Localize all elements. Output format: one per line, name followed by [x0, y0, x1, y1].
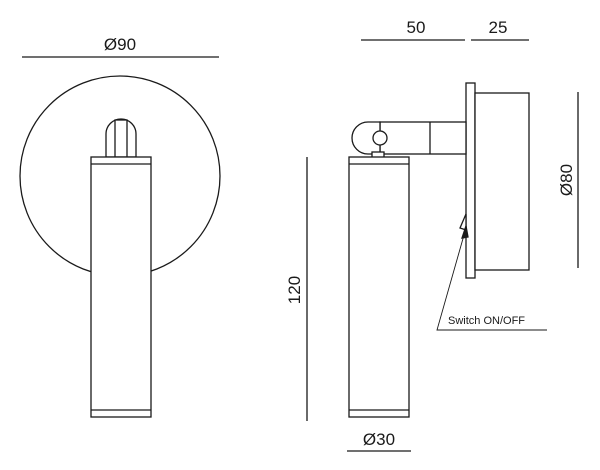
side-wall-plate — [465, 82, 530, 279]
plate-dimension: 25 — [471, 18, 529, 41]
tube-diameter-dimension: Ø30 — [347, 430, 411, 452]
side-arm — [351, 121, 467, 159]
base-diameter-dimension: Ø80 — [557, 92, 579, 268]
depth-dimension: 50 — [361, 18, 465, 41]
front-cylinder — [90, 156, 152, 418]
side-view: 50 25 120 — [285, 18, 579, 452]
side-cylinder — [348, 156, 410, 418]
front-diameter-dimension: Ø90 — [22, 35, 219, 58]
front-diameter-label: Ø90 — [104, 35, 136, 54]
tube-diameter-label: Ø30 — [363, 430, 395, 449]
front-pivot — [105, 118, 137, 158]
depth-label: 50 — [407, 18, 426, 37]
switch-label: Switch ON/OFF — [448, 315, 525, 327]
switch-callout: Switch ON/OFF — [436, 213, 547, 331]
front-view: Ø90 — [19, 35, 221, 418]
base-diameter-label: Ø80 — [557, 164, 576, 196]
switch-toggle — [459, 213, 467, 231]
plate-label: 25 — [489, 18, 508, 37]
height-dimension: 120 — [285, 157, 308, 421]
height-label: 120 — [285, 276, 304, 304]
